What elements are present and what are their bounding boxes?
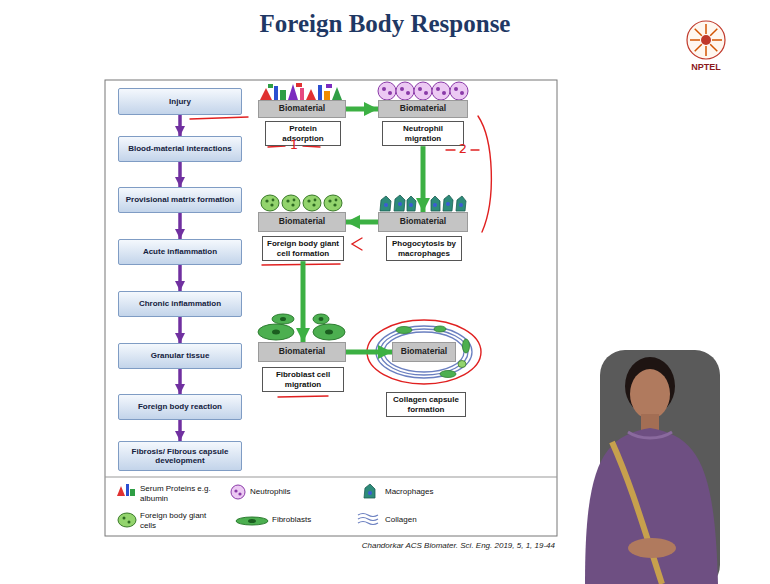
- process-arrow: [178, 213, 182, 239]
- legend-text: Collagen: [385, 515, 417, 525]
- legend-entry: Neutrophils: [250, 487, 340, 497]
- process-arrow: [178, 265, 182, 291]
- node-text: Foreign body giant cell formation: [266, 239, 340, 258]
- stage-caption: Protein adsorption: [265, 121, 341, 146]
- stage-caption: Phogocytosis by macrophages: [386, 236, 462, 261]
- process-box: Acute inflammation: [118, 239, 242, 265]
- node-text: Biomaterial: [279, 217, 325, 227]
- legend-text: Fibroblasts: [272, 515, 311, 525]
- stage-caption: Foreign body giant cell formation: [262, 236, 344, 261]
- node-text: Blood-material interactions: [128, 144, 232, 153]
- stage-arrow: [346, 350, 392, 355]
- legend-entry: Fibroblasts: [272, 515, 362, 525]
- citation: Chandorkar ACS Biomater. Sci. Eng. 2019,…: [300, 541, 555, 550]
- stage-caption: Fibroblast cell migration: [262, 367, 344, 392]
- node-text: Neutrophil migration: [386, 124, 460, 143]
- process-box: Chronic inflammation: [118, 291, 242, 317]
- node-text: Collagen capsule formation: [390, 395, 462, 414]
- nptel-logo: [687, 21, 725, 59]
- legend-text: Foreign body giant cells: [140, 511, 220, 530]
- stage-caption: Collagen capsule formation: [386, 392, 466, 417]
- node-text: Biomaterial: [400, 217, 446, 227]
- biomaterial-block: Biomaterial: [258, 342, 346, 362]
- legend-entry: Serum Proteins e.g. albumin: [140, 484, 220, 503]
- biomaterial-block: Biomaterial: [258, 100, 346, 118]
- legend-icons: [117, 484, 378, 527]
- node-text: Injury: [169, 97, 191, 106]
- protein-cluster: [260, 83, 342, 100]
- process-arrow: [178, 420, 182, 441]
- stage-caption: Neutrophil migration: [382, 121, 464, 146]
- process-box: Fibrosis/ Fibrous capsule development: [118, 441, 242, 471]
- node-text: Protein adsorption: [269, 124, 337, 143]
- process-arrow: [178, 369, 182, 394]
- node-text: Chronic inflammation: [139, 299, 221, 308]
- legend-entry: Macrophages: [385, 487, 475, 497]
- legend-text: Neutrophils: [250, 487, 290, 497]
- process-arrow: [178, 317, 182, 343]
- process-arrow: [178, 162, 182, 187]
- presenter-figure: [585, 350, 720, 584]
- legend-entry: Foreign body giant cells: [140, 511, 220, 530]
- process-box: Injury: [118, 88, 242, 115]
- stage-arrow: [346, 107, 378, 112]
- stage-arrow: [421, 146, 426, 212]
- legend-separator: [105, 477, 557, 478]
- neutrophil-cells: [378, 82, 468, 100]
- giant-cells: [261, 195, 342, 211]
- process-box: Blood-material interactions: [118, 136, 242, 162]
- legend-text: Macrophages: [385, 487, 433, 497]
- process-box: Granular tissue: [118, 343, 242, 369]
- node-text: Provisional matrix formation: [126, 195, 234, 204]
- biomaterial-block: Biomaterial: [258, 212, 346, 232]
- node-text: Foreign body reaction: [138, 402, 222, 411]
- node-text: Granular tissue: [151, 351, 210, 360]
- logo-text: NPTEL: [681, 62, 731, 72]
- process-arrow: [178, 115, 182, 136]
- biomaterial-block: Biomaterial: [392, 342, 456, 362]
- node-text: Biomaterial: [401, 347, 447, 357]
- node-text: Biomaterial: [279, 104, 325, 114]
- slide-title: Foreign Body Response: [0, 10, 770, 38]
- node-text: Biomaterial: [400, 104, 446, 114]
- annotation-number: 2: [456, 141, 470, 156]
- legend-text: Serum Proteins e.g. albumin: [140, 484, 220, 503]
- biomaterial-block: Biomaterial: [378, 100, 468, 118]
- stage-arrow: [346, 220, 378, 225]
- stage-arrow: [301, 261, 306, 342]
- process-box: Foreign body reaction: [118, 394, 242, 420]
- node-text: Fibroblast cell migration: [266, 370, 340, 389]
- node-text: Phogocytosis by macrophages: [390, 239, 458, 258]
- figure-frame: [105, 80, 557, 536]
- node-text: Fibrosis/ Fibrous capsule development: [123, 447, 237, 465]
- node-text: Biomaterial: [279, 347, 325, 357]
- process-box: Provisional matrix formation: [118, 187, 242, 213]
- legend-entry: Collagen: [385, 515, 475, 525]
- node-text: Acute inflammation: [143, 247, 217, 256]
- annotation-number: 1: [287, 137, 301, 152]
- biomaterial-block: Biomaterial: [378, 212, 468, 232]
